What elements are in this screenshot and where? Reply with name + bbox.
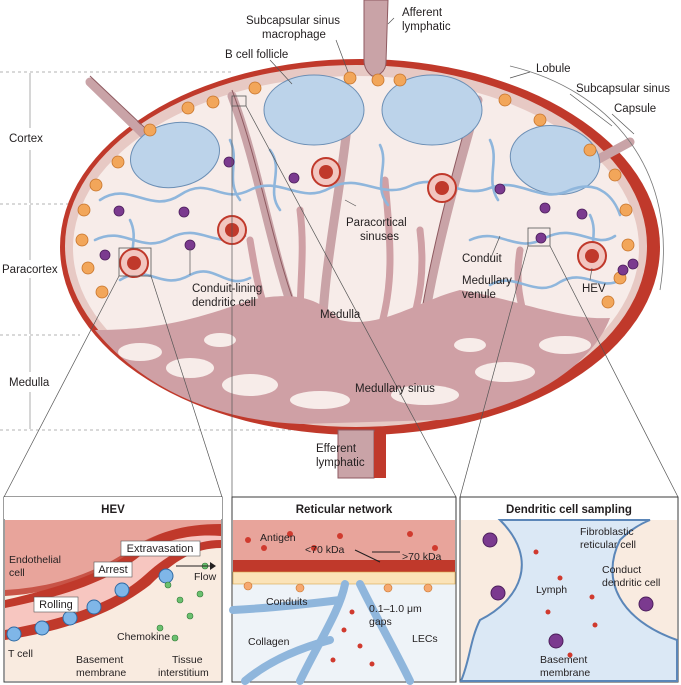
panel-reticular-title: Reticular network xyxy=(296,504,393,516)
panel-hev-header xyxy=(4,497,222,519)
dc-lymph-channel xyxy=(459,519,678,682)
panel-dc-title: Dendritic cell sampling xyxy=(506,504,632,516)
dc-cells xyxy=(482,532,654,649)
zoom-box-dc xyxy=(527,227,551,247)
label-paracortical-1: Paracortical xyxy=(346,217,407,229)
hev-basement-1: Basement xyxy=(76,654,123,666)
ret-collagen: Collagen xyxy=(248,636,290,648)
tag-arrest: Arrest xyxy=(93,561,133,578)
dc-antigen-dots xyxy=(533,549,598,658)
label-medullary-venule-2: venule xyxy=(462,289,496,301)
sinus-lumen-inner xyxy=(233,520,455,560)
zoom-box-reticular xyxy=(231,95,247,107)
svg-text:Rolling: Rolling xyxy=(39,599,73,611)
hev-vessel xyxy=(577,241,607,271)
hev-t-cell: T cell xyxy=(8,648,33,660)
flow-arrowhead xyxy=(210,562,216,570)
label-conduit-lining-2: dendritic cell xyxy=(192,297,256,309)
hev-vessel xyxy=(119,248,149,278)
zone-guides xyxy=(0,71,330,431)
label-cortex: Cortex xyxy=(9,133,43,145)
afferent-lymphatic xyxy=(363,0,389,77)
antigen-dots xyxy=(245,531,438,667)
dc-conduct-1: Conduct xyxy=(602,564,641,576)
zoom-box-hev xyxy=(118,247,152,277)
label-medulla-side: Medulla xyxy=(9,377,50,389)
lobule-bracket xyxy=(509,65,664,291)
reticular-conduits xyxy=(229,580,414,685)
hev-endothelial-2: cell xyxy=(9,567,25,579)
b-cell-follicles xyxy=(129,74,601,195)
tag-rolling: Rolling xyxy=(33,596,79,613)
size-arrows xyxy=(354,549,400,563)
hev-endothelial-1: Endothelial xyxy=(9,554,61,566)
hev-tissue-1: Tissue xyxy=(172,654,203,666)
svg-text:Extravasation: Extravasation xyxy=(127,543,194,555)
hev-basement-2: membrane xyxy=(76,667,126,679)
ret-gt70: >70 kDa xyxy=(402,551,442,563)
dc-conduct-2: dendritic cell xyxy=(602,577,660,589)
t-cells xyxy=(6,568,174,642)
label-hev: HEV xyxy=(582,283,606,295)
hev-chemokine: Chemokine xyxy=(117,631,170,643)
dc-lymph: Lymph xyxy=(536,584,567,596)
label-medullary-venule-1: Medullary xyxy=(462,275,512,287)
hev-vessel xyxy=(311,157,341,187)
label-afferent-1: Afferent xyxy=(402,7,443,19)
label-b-cell-follicle: B cell follicle xyxy=(225,49,288,61)
label-efferent-2: lymphatic xyxy=(316,457,365,469)
label-paracortex: Paracortex xyxy=(2,264,58,276)
medullary-sinus-region xyxy=(95,290,610,424)
lymph-node xyxy=(60,0,660,479)
dc-basement-2: membrane xyxy=(540,667,590,679)
label-conduit-lining-1: Conduit-lining xyxy=(192,283,262,295)
dendritic-cells xyxy=(99,156,639,276)
ret-lt70: <70 kDa xyxy=(305,544,345,556)
paracortical-sinuses xyxy=(246,176,529,334)
panel-dc: Dendritic cell sampling Fibroblastic ret… xyxy=(459,496,679,683)
dc-frc-2: reticular cell xyxy=(580,539,636,551)
ret-antigen: Antigen xyxy=(260,532,296,544)
ret-gaps-2: gaps xyxy=(369,616,392,628)
leader-lines xyxy=(189,17,635,281)
svg-text:Arrest: Arrest xyxy=(98,564,127,576)
label-medulla-center: Medulla xyxy=(320,309,361,321)
panel-hev: HEV Extravasation Arrest Rolling En xyxy=(3,496,223,683)
dc-basement-1: Basement xyxy=(540,654,587,666)
hev-flow: Flow xyxy=(194,571,217,583)
ret-lecs: LECs xyxy=(412,633,438,645)
zoom-lines xyxy=(3,105,679,498)
label-afferent-2: lymphatic xyxy=(402,21,451,33)
dc-frc-1: Fibroblastic xyxy=(580,526,634,538)
hev-tissue-2: interstitium xyxy=(158,667,209,679)
tag-extravasation: Extravasation xyxy=(120,540,201,557)
label-paracortical-2: sinuses xyxy=(360,231,399,243)
label-scs-macrophage-2: macrophage xyxy=(262,29,326,41)
ret-gaps-1: 0.1–1.0 μm xyxy=(369,603,422,615)
label-medullary-sinus: Medullary sinus xyxy=(355,383,435,395)
panel-reticular: Reticular network Antigen <70 kDa >70 kD… xyxy=(229,496,457,685)
label-capsule: Capsule xyxy=(614,103,656,115)
label-scs-macrophage-1: Subcapsular sinus xyxy=(246,15,340,27)
label-efferent-1: Efferent xyxy=(316,443,357,455)
main-labels: Subcapsular sinus macrophage Afferent ly… xyxy=(2,7,670,469)
label-conduit: Conduit xyxy=(462,253,502,265)
label-subcapsular-sinus: Subcapsular sinus xyxy=(576,83,670,95)
label-lobule: Lobule xyxy=(536,63,571,75)
ret-conduits: Conduits xyxy=(266,596,307,608)
lec-cells xyxy=(243,581,433,593)
medullary-cords xyxy=(118,333,591,409)
hev-upper-lumen xyxy=(5,520,221,590)
efferent-vein xyxy=(374,432,386,478)
panel-hev-title: HEV xyxy=(101,504,125,516)
hev-vessel xyxy=(427,173,457,203)
